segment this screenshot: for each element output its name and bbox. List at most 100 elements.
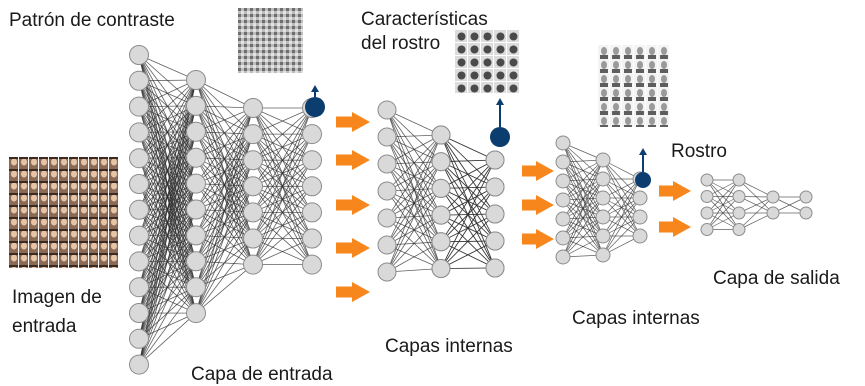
net2-edge — [386, 109, 442, 136]
net3-edge — [562, 159, 604, 201]
net2b-node — [485, 231, 505, 251]
net3-node — [595, 152, 611, 168]
net2-edge — [386, 134, 442, 246]
net2b-node — [431, 205, 451, 225]
net4-edge — [738, 196, 774, 230]
net2-edge — [386, 188, 442, 273]
net1-edge — [252, 212, 313, 265]
flow-arrow-3-0 — [659, 181, 691, 201]
face-feature-node — [490, 127, 510, 147]
net3-edge — [602, 178, 641, 256]
net2-edge — [386, 134, 442, 273]
net4-node — [799, 190, 813, 204]
net3-node — [555, 135, 571, 151]
net3-edge — [562, 216, 604, 258]
input-image-label: Imagen de entrada — [12, 287, 102, 337]
net3-node — [555, 154, 571, 170]
net3-edge — [602, 178, 641, 218]
net4-edge — [706, 196, 740, 230]
net1-node — [302, 202, 322, 223]
contrast-feature-node — [305, 97, 325, 117]
output-layer-label: Capa de salida — [713, 268, 840, 289]
net1-edge — [252, 107, 313, 187]
net1-edge — [138, 79, 197, 288]
net1-node — [243, 98, 263, 118]
net3-edge — [602, 197, 641, 256]
net3-node — [632, 190, 648, 206]
net1-edge — [195, 107, 254, 133]
net3-node — [555, 192, 571, 208]
net3-node — [632, 228, 648, 244]
inner-layers-label-2: Capas internas — [572, 308, 700, 329]
net2-node — [377, 208, 397, 228]
net2b-node — [431, 125, 451, 145]
net1-node — [129, 225, 149, 246]
net2b-node — [431, 178, 451, 198]
net1-node — [186, 147, 206, 168]
net1-node — [302, 150, 322, 171]
flow-arrow-1-4 — [336, 282, 370, 302]
face-output-node — [635, 172, 651, 188]
net2b-node — [485, 150, 505, 170]
net1-node — [243, 202, 263, 223]
net4-node — [700, 223, 714, 236]
net1-node — [129, 328, 149, 349]
net1-edge — [138, 235, 197, 365]
net3-edge — [602, 216, 641, 256]
net1-node — [129, 148, 149, 169]
net2-edge — [386, 134, 442, 192]
net1-edge — [138, 157, 197, 365]
net1-node — [302, 124, 322, 145]
net2b-edge — [440, 159, 496, 243]
net1-edge — [195, 107, 254, 159]
net1-node — [129, 199, 149, 220]
face-label: Rostro — [671, 141, 727, 162]
net1-edge — [195, 107, 254, 236]
net2b-edge — [440, 159, 496, 216]
net1-node — [302, 176, 322, 197]
flow-arrow-1-1 — [336, 150, 370, 170]
network-nodes — [129, 45, 813, 375]
net3-node — [555, 249, 571, 265]
net3-node — [595, 247, 611, 263]
net4-edge — [706, 179, 740, 214]
face-features-label: Características del rostro — [361, 9, 488, 54]
net3-node — [595, 171, 611, 187]
net1-edge — [195, 107, 254, 210]
net2b-edge — [440, 159, 496, 269]
net2-node — [377, 235, 397, 255]
flow-arrow-1-2 — [336, 195, 370, 215]
net1-node — [302, 254, 322, 275]
net1-node — [302, 228, 322, 249]
net1-edge — [195, 107, 254, 184]
net1-node — [186, 199, 206, 220]
net1-node — [129, 303, 149, 323]
net1-node — [129, 45, 149, 65]
net1-edge — [195, 238, 254, 314]
net3-node — [555, 230, 571, 246]
net2b-node — [485, 177, 505, 197]
net1-node — [186, 303, 206, 324]
net1-node — [129, 251, 149, 272]
net1-edge — [138, 79, 197, 262]
net3-node — [595, 209, 611, 225]
net4-node — [732, 190, 746, 203]
net2-edge — [386, 214, 442, 273]
inner-layers-label-1: Capas internas — [385, 336, 513, 357]
face-thumbnail — [598, 45, 669, 127]
net1-edge — [252, 238, 313, 265]
net1-edge — [138, 79, 197, 210]
flow-arrow-2-0 — [522, 161, 554, 181]
net2b-edge — [440, 240, 496, 269]
net1-edge — [195, 107, 254, 314]
net1-edge — [252, 107, 313, 135]
net1-edge — [138, 183, 197, 365]
contrast-feature-arrow-head — [311, 85, 319, 92]
net4-node — [799, 206, 813, 220]
net2-edge — [386, 134, 442, 219]
net2-node — [377, 262, 397, 282]
net1-edge — [195, 79, 254, 109]
net1-edge — [252, 107, 313, 161]
net1-node — [186, 95, 206, 116]
